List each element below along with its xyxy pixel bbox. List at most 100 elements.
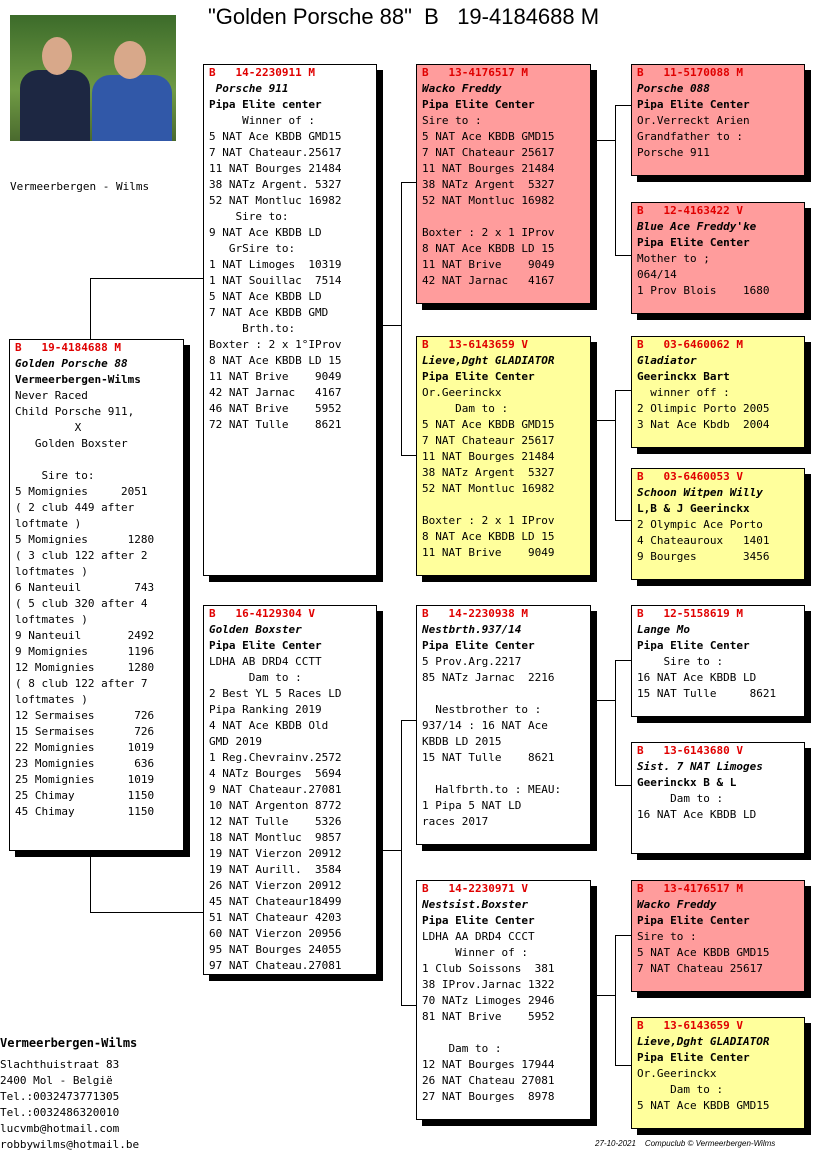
ring-number: B 13-4176517 M	[637, 882, 743, 895]
pedigree-line: 95 NAT Bourges 24055	[209, 943, 342, 956]
pedigree-line: 25 Momignies 1019	[15, 773, 155, 786]
owner-name: Vermeerbergen - Wilms	[10, 180, 150, 193]
pedigree-line: Pipa Ranking 2019	[209, 703, 322, 716]
pedigree-line: GMD 2019	[209, 735, 262, 748]
connector	[597, 700, 615, 701]
pedigree-line: 22 Momignies 1019	[15, 741, 155, 754]
pedigree-line: 4 Chateauroux 1401	[637, 534, 770, 547]
ring-number: B 12-5158619 M	[637, 607, 743, 620]
ring-number: B 11-5170088 M	[637, 66, 743, 79]
pedigree-line: 45 NAT Chateaur18499	[209, 895, 342, 908]
pigeon-name: Nestsist.Boxster	[422, 898, 528, 911]
pigeon-name: Porsche 911	[209, 82, 289, 95]
pedigree-line: Sire to:	[15, 469, 95, 482]
pedigree-line: Pipa Elite Center	[637, 639, 750, 652]
pedigree-line: races 2017	[422, 815, 489, 828]
pedigree-line: Geerinckx Bart	[637, 370, 730, 383]
connector	[597, 140, 615, 141]
connector	[615, 935, 616, 1065]
connector	[597, 995, 615, 996]
pedigree-line: 7 NAT Chateaur 25617	[422, 146, 555, 159]
ring-number: B 19-4184688 M	[15, 341, 121, 354]
pedigree-line: 8 NAT Ace KBDB LD 15	[422, 530, 555, 543]
pedigree-line: 5 Momignies 1280	[15, 533, 155, 546]
pedigree-line: 5 NAT Ace KBDB GMD15	[422, 418, 555, 431]
pedigree-line: 52 NAT Montluc 16982	[422, 194, 555, 207]
pedigree-line: 16 NAT Ace KBDB LD	[637, 808, 757, 821]
pedigree-line: 38 NATz Argent 5327	[422, 178, 555, 191]
person-right-body	[92, 75, 172, 141]
pedigree-line: Winner of :	[422, 946, 528, 959]
footer-email[interactable]: robbywilms@hotmail.be	[0, 1138, 140, 1151]
pedigree-line: Pipa Elite Center	[637, 98, 750, 111]
pedigree-line: Child Porsche 911,	[15, 405, 135, 418]
person-left-body	[20, 70, 90, 141]
pedigree-line: 51 NAT Chateaur 4203	[209, 911, 342, 924]
pedigree-line: 11 NAT Brive 9049	[422, 546, 555, 559]
pedigree-line: 4 NATz Bourges 5694	[209, 767, 342, 780]
pedigree-line: Dam to :	[422, 402, 509, 415]
pedigree-line: 2 Olimpic Porto 2005	[637, 402, 770, 415]
pedigree-line: 15 Sermaises 726	[15, 725, 155, 738]
pedigree-line: 97 NAT Chateau.27081	[209, 959, 342, 972]
pedigree-line: 70 NATz Limoges 2946	[422, 994, 555, 1007]
pedigree-line: 5 NAT Ace KBDB GMD15	[637, 946, 770, 959]
pedigree-line: Halfbrth.to : MEAU:	[422, 783, 562, 796]
pedigree-line: 1 Prov Blois 1680	[637, 284, 770, 297]
ring-number: B 13-6143680 V	[637, 744, 743, 757]
pedigree-line: 18 NAT Montluc 9857	[209, 831, 342, 844]
pedigree-line: 937/14 : 16 NAT Ace	[422, 719, 548, 732]
pedigree-line: LDHA AB DRD4 CCTT	[209, 655, 322, 668]
pedigree-line: 38 NATz Argent 5327	[422, 466, 555, 479]
pedigree-line: 1 Club Soissons 381	[422, 962, 555, 975]
ring-number: B 14-2230911 M	[209, 66, 315, 79]
ring-number: B 14-2230938 M	[422, 607, 528, 620]
pedigree-line: ( 8 club 122 after 7	[15, 677, 148, 690]
footer-email[interactable]: lucvmb@hotmail.com	[0, 1122, 120, 1135]
pedigree-line: ( 2 club 449 after	[15, 501, 135, 514]
pedigree-line: Pipa Elite Center	[422, 98, 535, 111]
pedigree-line: 5 NAT Ace KBDB GMD15	[637, 1099, 770, 1112]
pedigree-line: Pipa Elite Center	[422, 914, 535, 927]
pedigree-line: 9 Momignies 1196	[15, 645, 155, 658]
footer-address-line: 2400 Mol - België	[0, 1074, 113, 1087]
ring-number: B 13-6143659 V	[637, 1019, 743, 1032]
pigeon-name: Lieve,Dght GLADIATOR	[637, 1035, 770, 1048]
connector	[615, 390, 616, 520]
pedigree-line: 72 NAT Tulle 8621	[209, 418, 342, 431]
pigeon-name: Wacko Freddy	[637, 898, 717, 911]
pedigree-line	[422, 1025, 590, 1041]
connector	[597, 420, 615, 421]
footer-address-line: Slachthuistraat 83	[0, 1058, 120, 1071]
pedigree-line: 81 NAT Brive 5952	[422, 1010, 555, 1023]
pedigree-line: Pipa Elite Center	[422, 370, 535, 383]
pedigree-line: 19 NAT Vierzon 20912	[209, 847, 342, 860]
pedigree-line: Boxter : 2 x 1°IProv	[209, 338, 342, 351]
pedigree-line: 15 NAT Tulle 8621	[422, 751, 555, 764]
pedigree-line: loftmates )	[15, 565, 88, 578]
pigeon-name: Lange Mo	[637, 623, 690, 636]
ring-number: B 03-6460062 M	[637, 338, 743, 351]
pedigree-line: 11 NAT Brive 9049	[422, 258, 555, 271]
connector	[401, 720, 402, 1005]
pedigree-line: 23 Momignies 636	[15, 757, 155, 770]
footer-phone: Tel.:0032473771305	[0, 1090, 120, 1103]
pedigree-line: loftmates )	[15, 613, 88, 626]
pedigree-line: Brth.to:	[209, 322, 296, 335]
pedigree-line: winner off :	[637, 386, 730, 399]
pedigree-line: 25 Chimay 1150	[15, 789, 155, 802]
connector	[615, 390, 632, 391]
pedigree-line: Pipa Elite Center	[637, 914, 750, 927]
connector	[401, 182, 417, 183]
pedigree-line	[422, 686, 590, 702]
pedigree-line: Porsche 911	[637, 146, 710, 159]
ring-number: B 13-4176517 M	[422, 66, 528, 79]
pigeon-name: Nestbrth.937/14	[422, 623, 522, 636]
pedigree-line: Sire to :	[422, 114, 482, 127]
